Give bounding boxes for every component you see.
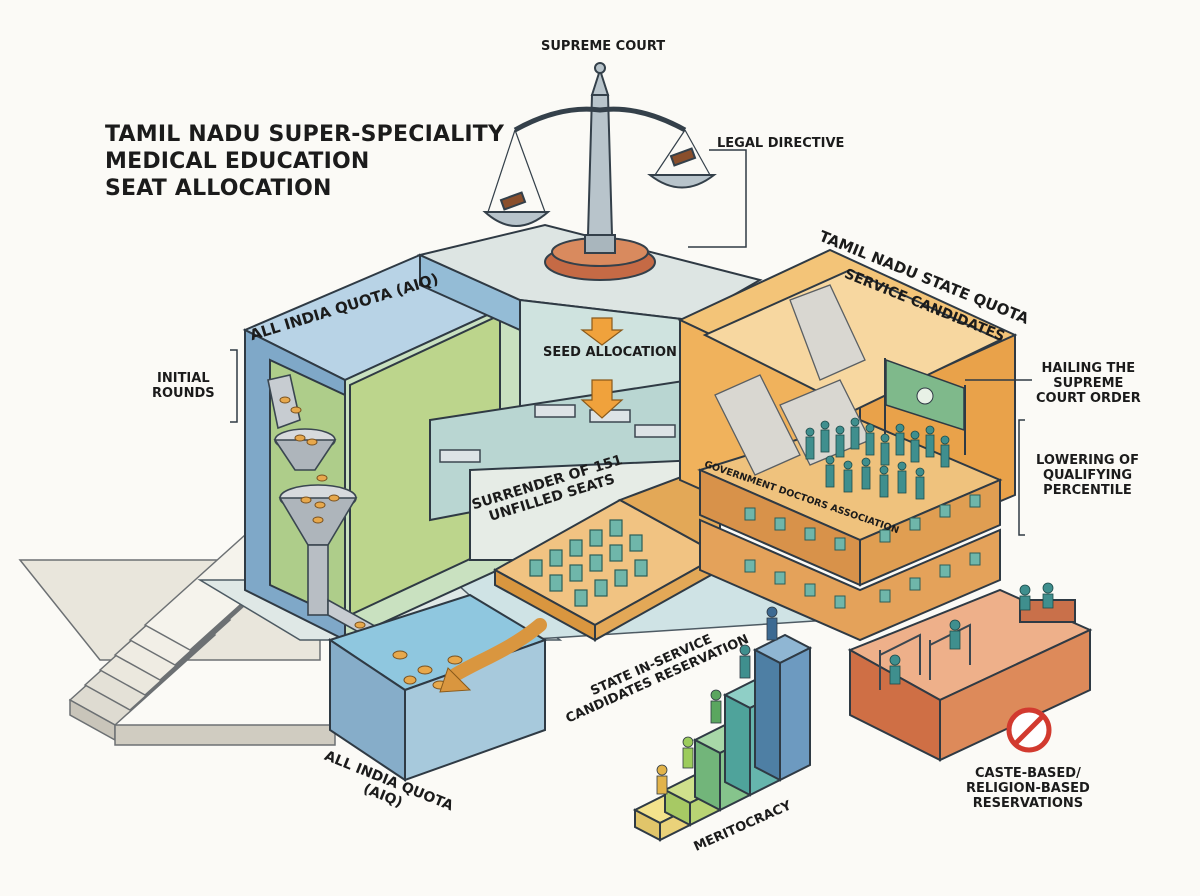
flag <box>884 358 966 455</box>
leader-lines <box>230 149 1032 536</box>
title-line-2: MEDICAL EDUCATION <box>105 148 370 174</box>
hailing-line-3: COURT ORDER <box>1036 390 1141 406</box>
initial-rounds-line-1: INITIAL <box>157 371 210 386</box>
lowering-line-2: QUALIFYING <box>1042 467 1133 483</box>
surrender-arrow <box>439 618 547 693</box>
meritocracy-podium <box>632 633 813 842</box>
caste-line-3: RESERVATIONS <box>972 795 1084 811</box>
tn-classroom-seats <box>744 494 981 609</box>
water-basin <box>327 593 548 782</box>
caste-line-2: RELIGION-BASED <box>966 780 1090 796</box>
initial-rounds-line-2: ROUNDS <box>152 385 215 401</box>
seed-arrow-1 <box>580 317 624 346</box>
lowering-line-3: PERCENTILE <box>1043 482 1132 498</box>
doctors-crowd <box>805 417 950 500</box>
label-initial-rounds: INITIAL ROUNDS <box>152 371 215 402</box>
lowering-line-1: LOWERING OF <box>1036 453 1139 468</box>
label-lowering-percentile: LOWERING OF QUALIFYING PERCENTILE <box>1036 453 1139 499</box>
no-symbol-icon <box>1006 707 1052 753</box>
label-supreme-court: SUPREME COURT <box>541 39 666 54</box>
seed-arrow-2 <box>580 379 624 419</box>
label-seed-allocation: SEED ALLOCATION <box>543 345 677 360</box>
title-line-3: SEAT ALLOCATION <box>105 175 332 201</box>
hailing-line-1: HAILING THE <box>1041 361 1136 376</box>
label-legal-directive: LEGAL DIRECTIVE <box>717 136 845 151</box>
label-caste-religion: CASTE-BASED/ RELIGION-BASED RESERVATIONS <box>966 766 1090 812</box>
caste-line-1: CASTE-BASED/ <box>974 766 1081 781</box>
hailing-line-2: SUPREME <box>1053 375 1124 391</box>
page-title: TAMIL NADU SUPER-SPECIALITY MEDICAL EDUC… <box>105 122 504 202</box>
scales-of-justice-icon <box>482 62 717 281</box>
label-hailing-order: HAILING THE SUPREME COURT ORDER <box>1036 361 1141 407</box>
inner-staircases <box>714 284 871 476</box>
title-line-1: TAMIL NADU SUPER-SPECIALITY <box>105 122 505 147</box>
reservation-block <box>847 582 1093 762</box>
meritocracy-figures <box>656 606 778 795</box>
